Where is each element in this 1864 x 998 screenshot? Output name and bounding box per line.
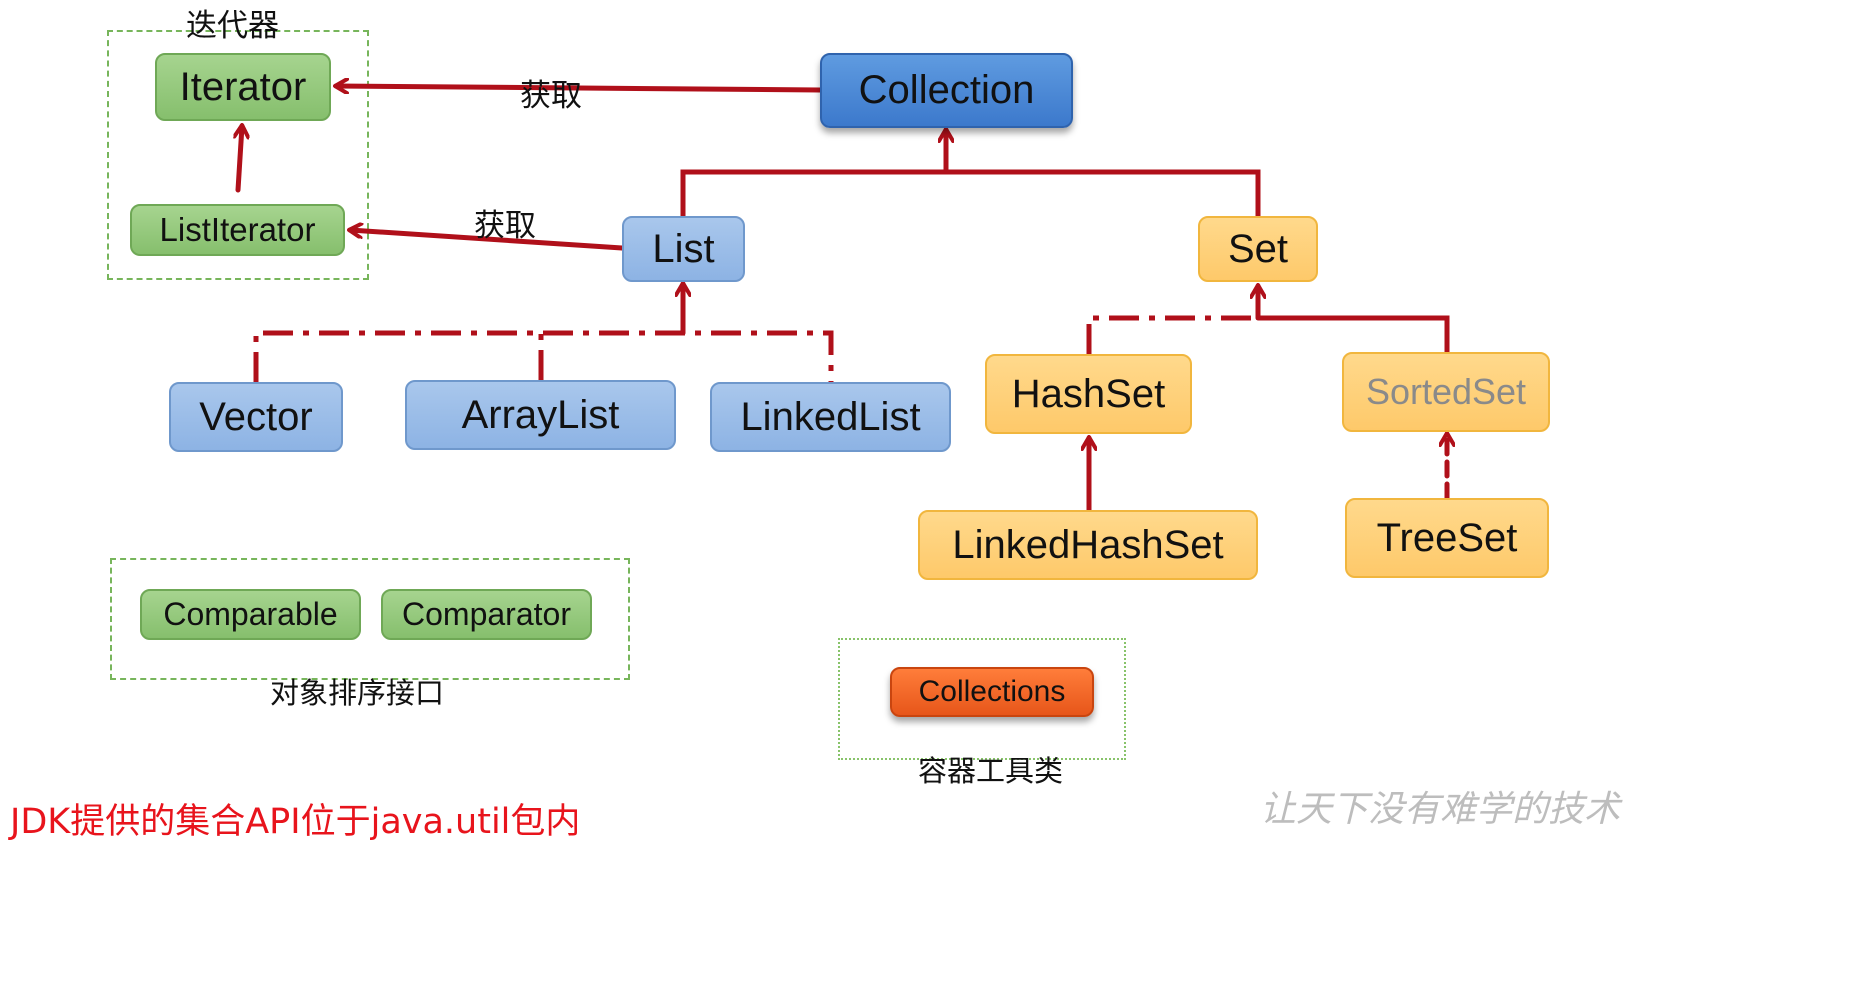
edge-label-get-listiterator: 获取 bbox=[474, 208, 536, 244]
node-linked-list[interactable]: LinkedList bbox=[710, 382, 951, 452]
utility-group-label: 容器工具类 bbox=[918, 754, 1064, 788]
node-array-list[interactable]: ArrayList bbox=[405, 380, 676, 450]
node-vector[interactable]: Vector bbox=[169, 382, 343, 452]
iterator-group-label: 迭代器 bbox=[186, 8, 279, 44]
node-tree-set[interactable]: TreeSet bbox=[1345, 498, 1549, 578]
node-collections[interactable]: Collections bbox=[890, 667, 1094, 717]
sorting-group-label: 对象排序接口 bbox=[270, 676, 445, 710]
utility-group-frame bbox=[838, 638, 1126, 760]
node-hash-set[interactable]: HashSet bbox=[985, 354, 1192, 434]
edge-lists-to-list bbox=[253, 330, 834, 382]
edge-sortedset-set bbox=[1258, 315, 1450, 352]
sorting-group-frame bbox=[110, 558, 630, 680]
node-comparator[interactable]: Comparator bbox=[381, 589, 592, 640]
node-sorted-set[interactable]: SortedSet bbox=[1342, 352, 1550, 432]
footer-note: JDK提供的集合API位于java.util包内 bbox=[10, 802, 581, 842]
node-iterator[interactable]: Iterator bbox=[155, 53, 331, 121]
node-list[interactable]: List bbox=[622, 216, 745, 282]
node-linked-hash-set[interactable]: LinkedHashSet bbox=[918, 510, 1258, 580]
node-set[interactable]: Set bbox=[1198, 216, 1318, 282]
node-collection[interactable]: Collection bbox=[820, 53, 1073, 128]
watermark: 让天下没有难学的技术 bbox=[1260, 789, 1621, 830]
edge-list-set-collection bbox=[680, 169, 1261, 216]
node-list-iterator[interactable]: ListIterator bbox=[130, 204, 345, 256]
edge-label-get-iterator: 获取 bbox=[520, 78, 582, 114]
node-comparable[interactable]: Comparable bbox=[140, 589, 361, 640]
edge-listiterator-iterator bbox=[238, 126, 242, 193]
edge-list-listiterator bbox=[350, 230, 625, 251]
edge-collection-iterator bbox=[336, 86, 823, 90]
iterator-group-frame bbox=[107, 30, 369, 280]
edge-hashset-set bbox=[1086, 315, 1258, 354]
